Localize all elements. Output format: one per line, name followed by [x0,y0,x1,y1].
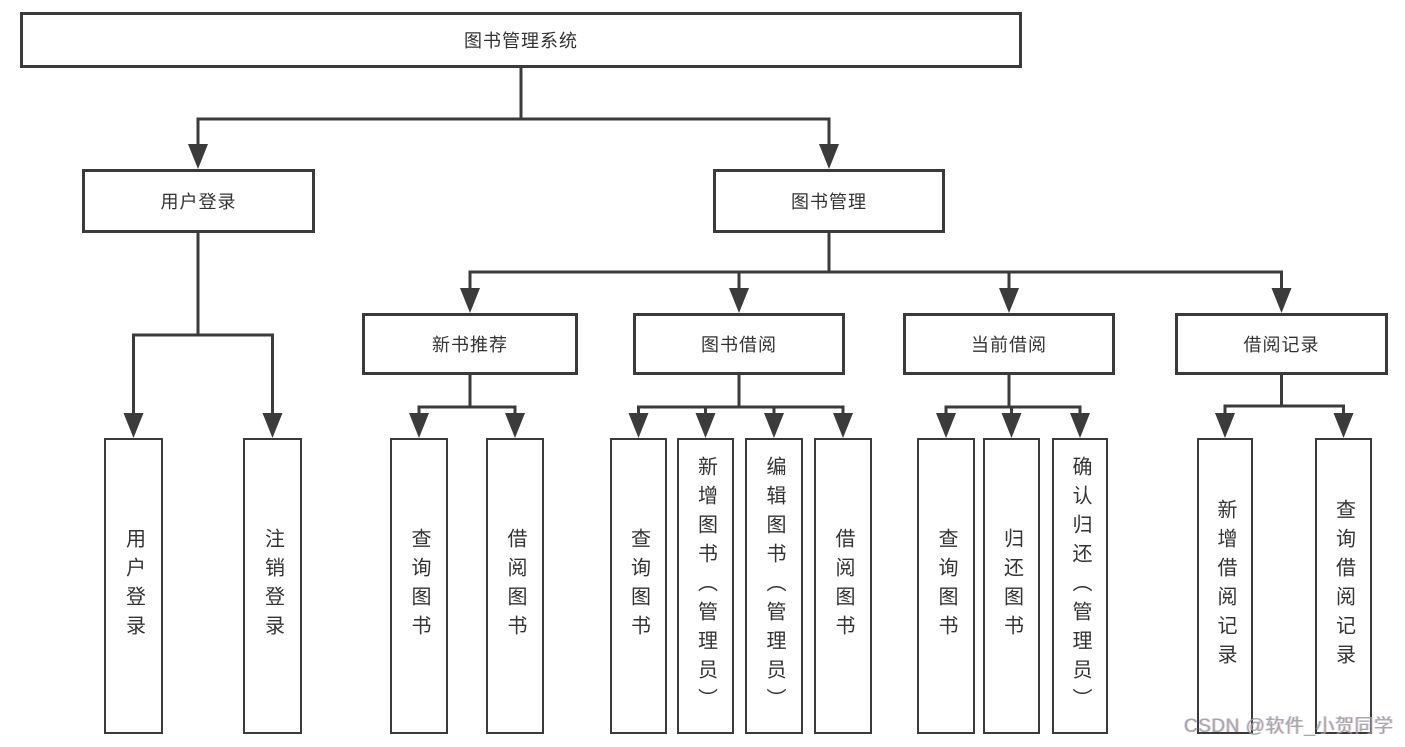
node-book-borrowing: 图书借阅 [633,313,845,375]
node-user-login: 用户登录 [82,169,315,233]
arrowhead [936,413,956,438]
arrowhead [695,413,716,438]
node-library-management-system: 图书管理系统 [20,12,1022,68]
arrowhead [262,413,283,438]
node-leaf-bb-query-books: 查询图书 [610,438,667,734]
node-leaf-bb-borrow-books: 借阅图书 [814,438,872,734]
node-leaf-br-query-record: 查询借阅记录 [1315,438,1372,734]
arrowhead [1215,413,1235,438]
node-leaf-bb-add-books-admin: 新增图书（管理员） [677,438,734,734]
node-leaf-rec-borrow-books: 借阅图书 [486,438,544,734]
arrowhead [833,413,853,438]
node-leaf-bb-edit-books-admin: 编辑图书（管理员） [745,438,803,734]
arrowhead [999,288,1019,313]
arrowhead [123,413,144,438]
node-leaf-cb-return-books: 归还图书 [983,438,1040,734]
arrowhead [505,413,525,438]
arrowhead [1070,413,1090,438]
arrowhead [460,288,480,313]
connector-lines [132,68,1345,416]
node-new-book-recommendation: 新书推荐 [362,313,578,375]
node-current-borrowing: 当前借阅 [903,313,1115,375]
node-leaf-cb-query-books: 查询图书 [917,438,975,734]
arrowhead [764,413,784,438]
arrowhead [1271,288,1292,313]
node-leaf-logout: 注销登录 [243,438,302,734]
node-leaf-br-add-record: 新增借阅记录 [1197,438,1253,734]
arrowhead [409,413,429,438]
node-leaf-rec-query-books: 查询图书 [390,438,448,734]
node-leaf-user-login: 用户登录 [104,438,163,734]
node-borrowing-records: 借阅记录 [1175,313,1388,375]
arrowhead [188,144,208,169]
arrowhead [819,144,839,169]
arrowhead [729,288,749,313]
arrowhead [628,413,649,438]
node-book-management: 图书管理 [713,169,945,233]
node-leaf-cb-confirm-return-admin: 确认归还（管理员） [1052,438,1108,734]
csdn-watermark: CSDN @软件_小贺同学 [1184,716,1394,737]
arrowhead [1333,413,1354,438]
arrowhead [1001,413,1022,438]
arrowheads-group [123,144,1354,438]
